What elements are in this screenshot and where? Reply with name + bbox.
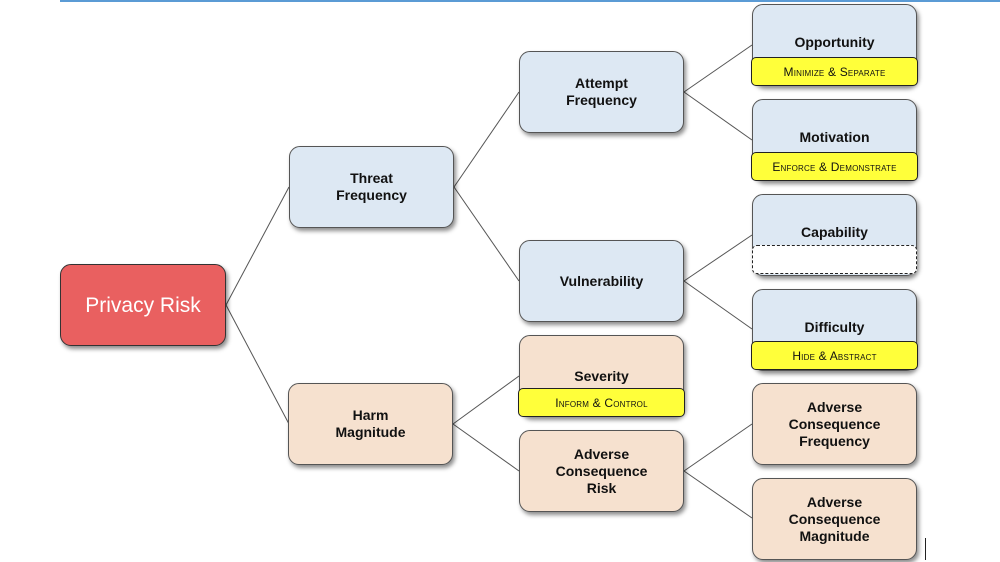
difficulty-strategy-tag: Hide & Abstract [751,341,918,370]
opportunity-strategy-tag: Minimize & Separate [751,57,918,86]
motivation-label: Motivation [799,129,870,145]
adverse-consequence-risk-node: Adverse Consequence Risk [519,430,684,512]
capability-strategy-tag [752,245,917,274]
harm-magnitude-node: Harm Magnitude [288,383,453,465]
severity-strategy-tag: Inform & Control [518,388,685,417]
top-rule [60,0,1000,2]
motivation-strategy-tag: Enforce & Demonstrate [751,152,918,181]
link-acrisk-acfreq [683,423,753,472]
adverse-consequence-magnitude-node: Adverse Consequence Magnitude [752,478,917,560]
opportunity-label: Opportunity [794,34,875,50]
link-harm-acrisk [452,423,520,472]
adverse-consequence-frequency-node: Adverse Consequence Frequency [752,383,917,465]
link-threat-vulnerability [453,186,520,282]
difficulty-label: Difficulty [804,319,865,335]
text-cursor [925,538,926,560]
privacy-risk-node: Privacy Risk [60,264,226,346]
link-attempt-motivation [683,91,753,141]
link-vuln-capability [683,234,753,282]
capability-label: Capability [801,224,868,240]
link-threat-attempt [453,91,520,188]
attempt-frequency-node: Attempt Frequency [519,51,684,133]
link-root-threat [225,186,290,306]
severity-label: Severity [574,368,629,384]
link-attempt-opportunity [683,44,753,93]
vulnerability-node: Vulnerability [519,240,684,322]
threat-frequency-node: Threat Frequency [289,146,454,228]
link-harm-severity [452,375,520,425]
link-acrisk-acmag [683,470,753,519]
link-root-harm [225,304,290,425]
link-vuln-difficulty [683,280,753,330]
